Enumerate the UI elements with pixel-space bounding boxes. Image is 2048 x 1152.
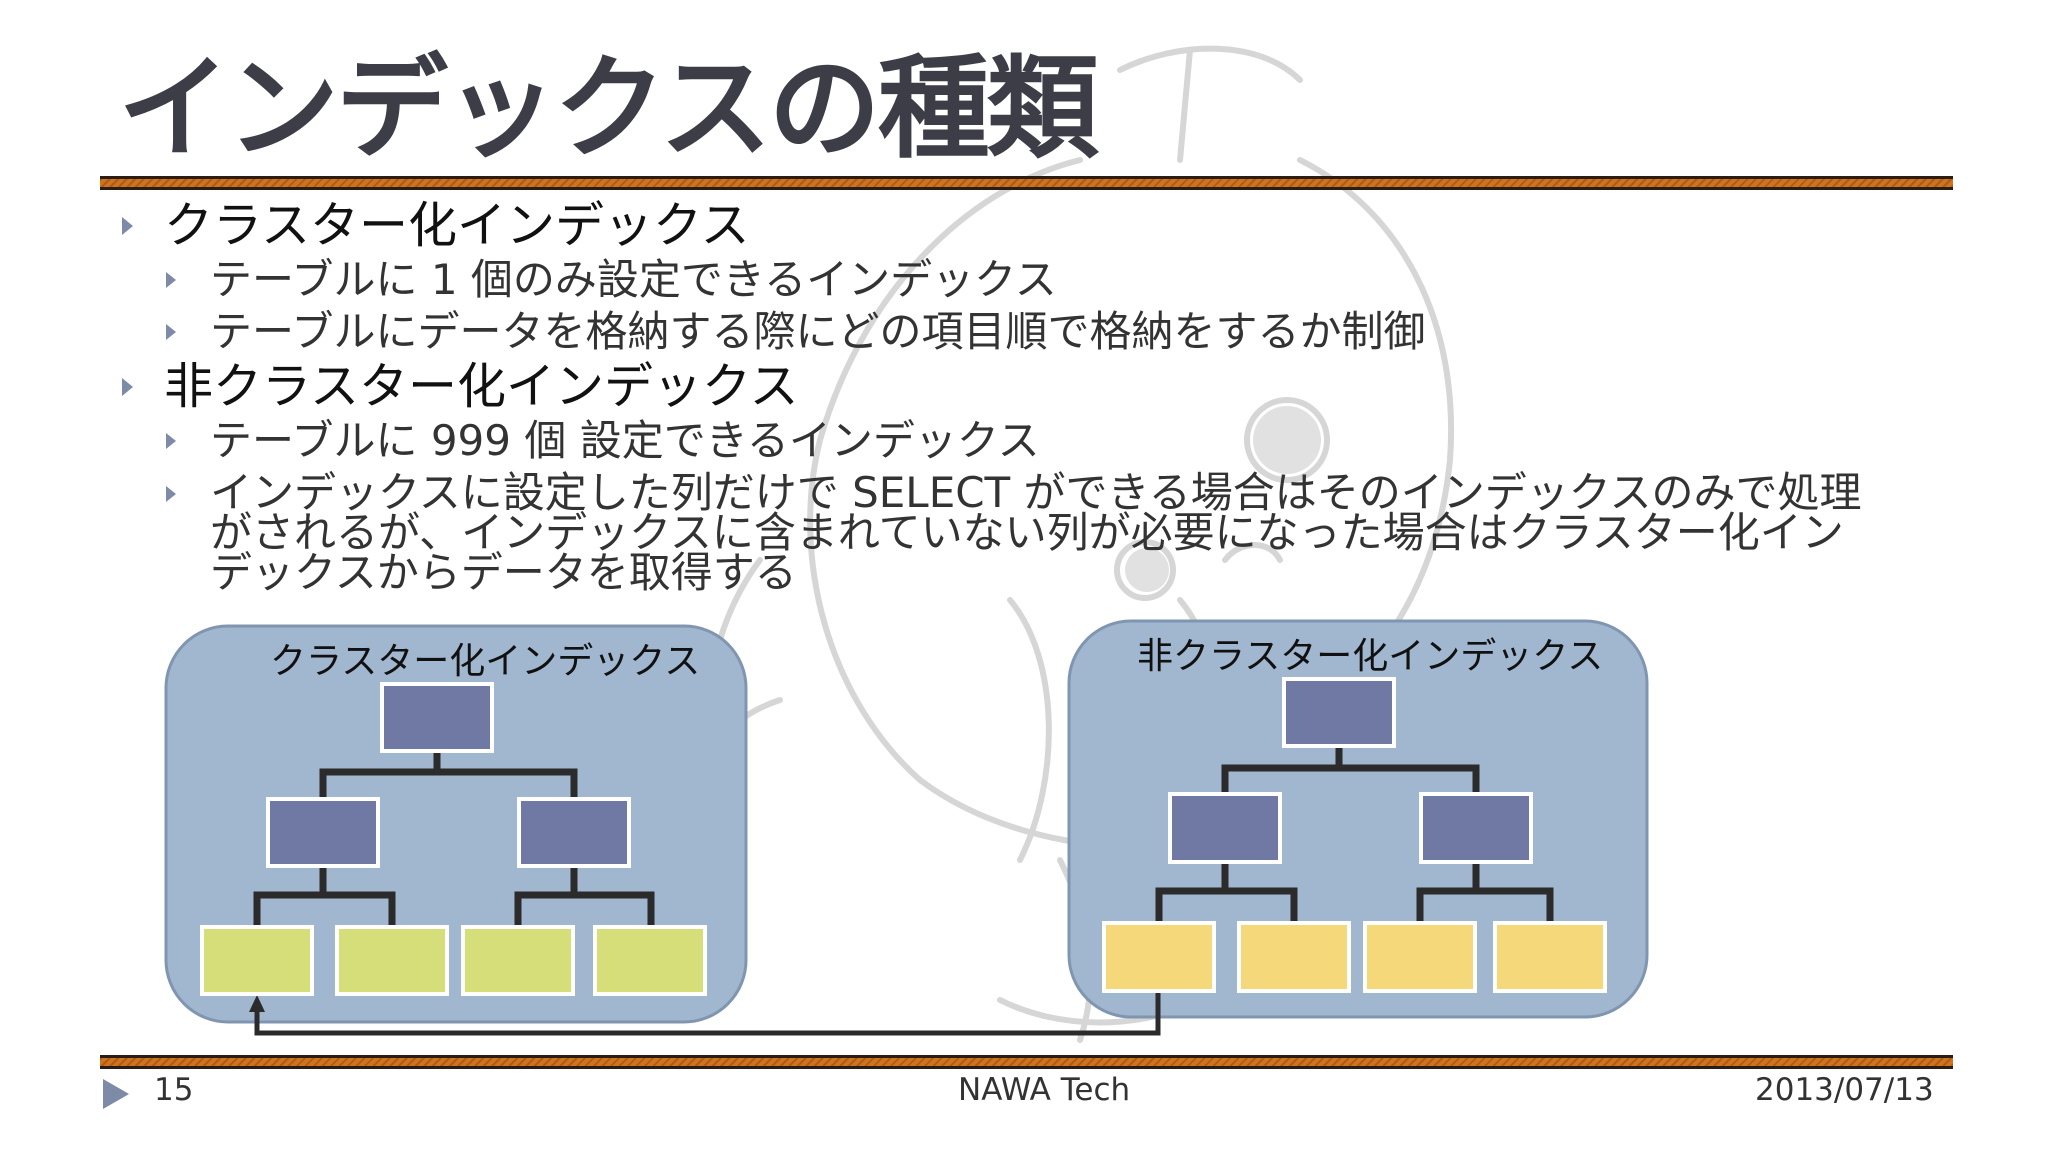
footer-center-text: NAWA Tech (958, 1072, 1131, 1108)
root-node (380, 682, 494, 753)
sub-bullet-line: インデックスに設定した列だけで SELECT ができる場合はそのインデックスのみ… (210, 468, 1862, 517)
sub-bullet-text: テーブルにデータを格納する際にどの項目順で格納をするか制御 (210, 307, 1426, 356)
leaf-data-node (200, 925, 314, 996)
title-divider (100, 176, 1953, 190)
leaf-data-node (335, 925, 449, 996)
sub-bullet-line: がされるが、インデックスに含まれていない列が必要になった場合はクラスター化イン (210, 508, 1844, 557)
leaf-index-node (1237, 921, 1351, 993)
bullet-marker-icon (122, 217, 133, 235)
bullet-marker-icon (122, 378, 133, 396)
leaf-index-node (1102, 921, 1216, 993)
nonclustered-index-panel (1067, 619, 1649, 1019)
sub-bullet-line: デックスからデータを取得する (210, 548, 797, 597)
sub-bullet-text: インデックスに設定した列だけで SELECT ができる場合はそのインデックスのみ… (210, 468, 1862, 597)
clustered-index-label: クラスター化インデックス (270, 641, 701, 682)
root-node (1282, 677, 1396, 748)
footer-play-icon (103, 1079, 129, 1109)
nonclustered-index-label: 非クラスター化インデックス (1137, 636, 1604, 677)
branch-node (517, 797, 631, 868)
sub-bullet-text: テーブルに 999 個 設定できるインデックス (210, 416, 1040, 465)
branch-node (266, 797, 380, 868)
bullet-marker-icon (166, 324, 176, 340)
leaf-data-node (461, 925, 575, 996)
sub-bullet-text: テーブルに 1 個のみ設定できるインデックス (210, 255, 1057, 304)
bullet-text: クラスター化インデックス (164, 197, 750, 254)
bullet-marker-icon (166, 433, 176, 449)
leaf-index-node (1493, 921, 1607, 993)
leaf-index-node (1363, 921, 1477, 993)
link-arrow-icon (249, 995, 265, 1012)
footer-date: 2013/07/13 (1755, 1072, 1934, 1108)
bullet-marker-icon (166, 486, 176, 502)
clustered-index-panel (164, 624, 748, 1024)
leaf-data-node (593, 925, 707, 996)
branch-node (1168, 792, 1282, 864)
bullet-text: 非クラスター化インデックス (164, 358, 799, 415)
footer-divider (100, 1055, 1953, 1069)
page-number: 15 (154, 1072, 194, 1108)
slide-title: インデックスの種類 (118, 44, 1099, 174)
branch-node (1419, 792, 1533, 864)
bullet-marker-icon (166, 272, 176, 288)
tree-connectors (253, 746, 1554, 1036)
